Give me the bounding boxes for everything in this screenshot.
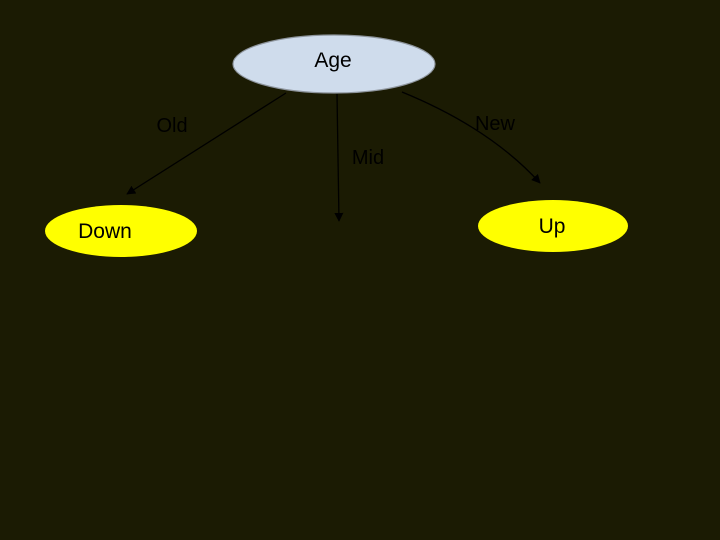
node-age[interactable]: Age (232, 34, 436, 94)
node-down-ellipse[interactable] (45, 205, 197, 257)
edge-new-label: New (475, 113, 516, 135)
node-up-ellipse[interactable] (478, 200, 628, 252)
edge-old-line (126, 92, 287, 195)
node-down-label: Down (78, 220, 132, 243)
node-age-label: Age (314, 49, 351, 72)
edge-new: New (401, 91, 541, 184)
edge-old-label: Old (156, 115, 187, 137)
node-age-ellipse[interactable] (232, 34, 436, 94)
node-down[interactable]: Down (45, 205, 197, 257)
edge-new-line (401, 91, 541, 184)
edge-mid-label: Mid (352, 147, 384, 169)
node-up[interactable]: Up (478, 200, 628, 252)
edge-mid: Mid (334, 93, 384, 222)
edge-old: Old (126, 92, 287, 195)
edge-mid-line (334, 93, 344, 222)
node-up-label: Up (539, 215, 566, 238)
